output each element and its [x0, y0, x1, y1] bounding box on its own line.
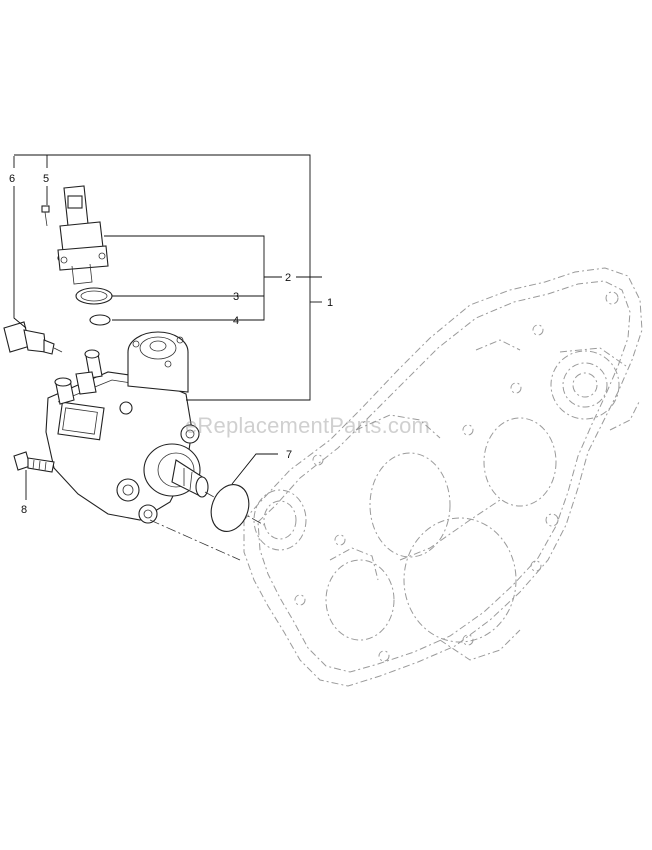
callout-3: 3 [233, 291, 239, 303]
fuel-metering-valve [57, 185, 109, 285]
o-ring-4 [89, 314, 111, 326]
engine-front-cover-ghost [243, 267, 643, 687]
callout-1: 1 [327, 297, 333, 309]
callout-5: 5 [43, 173, 49, 185]
o-ring-7 [210, 484, 250, 532]
callout-8: 8 [21, 504, 27, 516]
screw-5 [41, 205, 50, 227]
callout-7: 7 [286, 449, 292, 461]
callout-6: 6 [9, 173, 15, 185]
callout-4: 4 [233, 315, 239, 327]
callout-labels: 1 2 3 4 5 6 7 8 [9, 173, 333, 516]
bolt-8 [13, 451, 55, 473]
callout-leaders [13, 154, 322, 500]
watermark-text: eReplacementParts.com [185, 413, 431, 438]
pressure-sensor-6 [3, 321, 63, 355]
callout-2: 2 [285, 272, 291, 284]
high-pressure-fuel-pump [45, 331, 265, 561]
